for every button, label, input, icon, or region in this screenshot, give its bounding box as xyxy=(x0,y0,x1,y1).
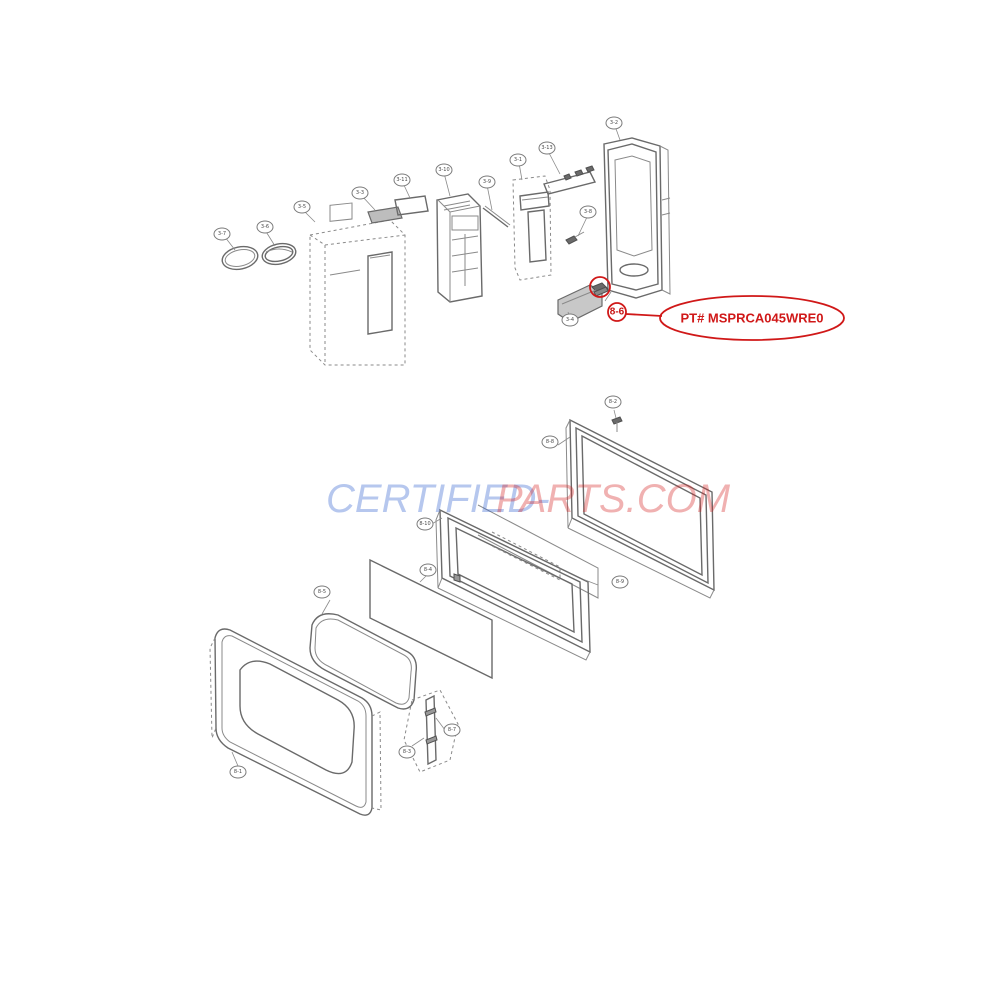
callout-label: 3-3 xyxy=(356,190,364,196)
callout-3-2: 3-2 xyxy=(605,116,623,130)
door-assembly xyxy=(209,409,715,816)
highlighted-callout-label: 8-6 xyxy=(610,307,625,318)
watermark-secondary: PARTS.COM xyxy=(496,477,731,521)
callout-circle xyxy=(579,205,597,219)
highlight-circle-switch xyxy=(589,276,611,298)
callout-circle xyxy=(393,173,411,187)
choke-film-part xyxy=(477,504,599,599)
upper-leader-lines xyxy=(224,125,621,319)
callout-8-3: 8-3 xyxy=(398,745,416,759)
door-outer-frame-part xyxy=(565,418,715,599)
callout-circle xyxy=(604,395,622,409)
watermark-primary: CERTIFIED- xyxy=(326,477,550,521)
callout-label: 3-8 xyxy=(584,209,592,215)
callout-3-9: 3-9 xyxy=(478,175,496,189)
callout-circle xyxy=(605,116,623,130)
callout-label: 3-11 xyxy=(396,177,407,183)
callout-circle xyxy=(538,141,556,155)
callout-circle xyxy=(313,585,331,599)
lens-ring-part xyxy=(261,242,297,266)
callout-label: 8-2 xyxy=(609,399,617,405)
callout-circle xyxy=(561,313,579,327)
lower-leader-lines xyxy=(231,409,617,767)
callout-3-8: 3-8 xyxy=(579,205,597,219)
callout-label: 3-10 xyxy=(438,167,449,173)
callout-3-3: 3-3 xyxy=(351,186,369,200)
callout-circle xyxy=(213,227,231,241)
callout-circle xyxy=(478,175,496,189)
door-inner-frame-part xyxy=(435,508,591,661)
callout-3-11: 3-11 xyxy=(393,173,411,187)
callout-label: 8-1 xyxy=(234,769,242,775)
callout-3-1: 3-1 xyxy=(509,153,527,167)
part-highlight: 8-6 PT# MSPRCA045WRE0 xyxy=(589,276,845,341)
callout-8-7: 8-7 xyxy=(443,723,461,737)
callout-label: 3-5 xyxy=(298,204,306,210)
callout-8-4: 8-4 xyxy=(419,563,437,577)
callout-circle xyxy=(398,745,416,759)
callout-circle xyxy=(443,723,461,737)
callout-label: 8-9 xyxy=(616,579,624,585)
door-hinge-link-part xyxy=(403,689,459,773)
callout-label: 8-7 xyxy=(448,727,456,733)
callout-label: 8-5 xyxy=(318,589,326,595)
callout-circle xyxy=(256,220,274,234)
callout-circle xyxy=(435,163,453,177)
callout-label: 3-4 xyxy=(566,317,574,323)
callout-3-5: 3-5 xyxy=(293,200,311,214)
callout-8-9: 8-9 xyxy=(611,575,629,589)
callout-circle xyxy=(416,517,434,531)
callout-label: 8-3 xyxy=(403,749,411,755)
callout-8-2: 8-2 xyxy=(604,395,622,409)
callout-label: 3-9 xyxy=(483,179,491,185)
callout-circle xyxy=(351,186,369,200)
callout-8-10: 8-10 xyxy=(416,517,434,531)
callout-circle xyxy=(229,765,247,779)
callout-circle xyxy=(611,575,629,589)
callout-3-4: 3-4 xyxy=(561,313,579,327)
watermark: CERTIFIED- PARTS.COM xyxy=(326,477,731,521)
callout-label: 3-2 xyxy=(610,120,618,126)
control-panel-assembly xyxy=(221,125,671,366)
door-panel-part xyxy=(209,628,382,816)
panel-housing-part xyxy=(309,202,406,366)
screw-part xyxy=(565,231,585,245)
control-bracket-part xyxy=(512,175,552,281)
callout-8-8: 8-8 xyxy=(541,435,559,449)
small-board-part xyxy=(394,195,429,216)
highlight-connector xyxy=(625,313,663,317)
callout-circle xyxy=(509,153,527,167)
callout-circle xyxy=(293,200,311,214)
callout-circle xyxy=(541,435,559,449)
callout-label: 3-13 xyxy=(541,145,552,151)
door-screen-part xyxy=(369,558,493,680)
callout-label: 3-6 xyxy=(261,224,269,230)
round-lens-part xyxy=(221,245,259,271)
callout-3-10: 3-10 xyxy=(435,163,453,177)
callout-label: 8-8 xyxy=(546,439,554,445)
callout-8-1: 8-1 xyxy=(229,765,247,779)
callout-3-6: 3-6 xyxy=(256,220,274,234)
small-plate-part xyxy=(367,206,403,224)
door-glass-part xyxy=(309,613,418,710)
callout-label: 8-4 xyxy=(424,567,432,573)
keypad-part xyxy=(436,193,483,303)
spring-rod-part xyxy=(482,205,511,228)
callout-label: 3-7 xyxy=(218,231,226,237)
part-number-ellipse xyxy=(659,295,845,341)
callout-label: 8-10 xyxy=(419,521,430,527)
door-screw-part xyxy=(611,416,623,432)
latch-bracket-part xyxy=(543,165,597,195)
callout-3-13: 3-13 xyxy=(538,141,556,155)
callout-3-7: 3-7 xyxy=(213,227,231,241)
part-callouts: 3-7 3-6 3-5 3-3 3-11 3-10 3-9 3-1 3-13 3-2 3-8 3-4 8… xyxy=(213,116,629,779)
callout-8-5: 8-5 xyxy=(313,585,331,599)
callout-circle xyxy=(419,563,437,577)
control-frame-part xyxy=(603,137,671,299)
part-number-label: PT# MSPRCA045WRE0 xyxy=(680,311,823,326)
highlight-circle-callout xyxy=(607,302,627,322)
callout-label: 3-1 xyxy=(514,157,522,163)
